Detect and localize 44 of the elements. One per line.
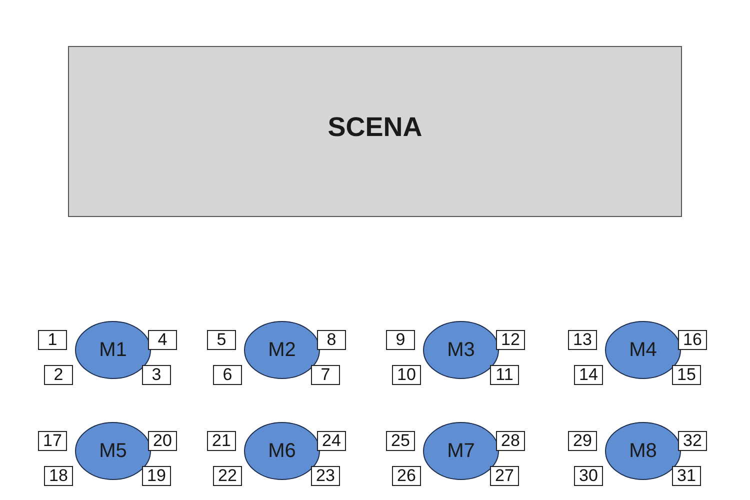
seat-number: 3: [142, 365, 171, 385]
seat-number: 9: [386, 330, 415, 350]
seat-number: 23: [311, 466, 340, 486]
seat-number: 17: [38, 431, 67, 451]
seat-number: 18: [44, 466, 73, 486]
table-label: M2: [268, 338, 296, 362]
seat-number: 31: [672, 466, 701, 486]
seat-number: 27: [490, 466, 519, 486]
seat-number: 28: [496, 431, 525, 451]
seat-number: 12: [496, 330, 525, 350]
round-table: [244, 321, 320, 379]
seat-number: 2: [44, 365, 73, 385]
seat-number: 7: [311, 365, 340, 385]
seat-number: 1: [38, 330, 67, 350]
round-table: [75, 321, 151, 379]
seat-number: 30: [574, 466, 603, 486]
seat-number: 16: [678, 330, 707, 350]
table-label: M8: [629, 440, 657, 462]
stage-label: SCENA: [328, 112, 422, 143]
seat-number: 26: [392, 466, 421, 486]
seat-number: 25: [386, 431, 415, 451]
seat-number: 6: [213, 365, 242, 385]
seat-number: 22: [213, 466, 242, 486]
table-label: M1: [99, 338, 127, 362]
seat-number: 24: [317, 431, 346, 451]
seat-number: 13: [568, 330, 597, 350]
seat-number: 4: [148, 330, 177, 350]
seat-number: 29: [568, 431, 597, 451]
table-label: M5: [99, 440, 127, 462]
seat-number: 19: [142, 466, 171, 486]
table-label: M4: [629, 338, 657, 362]
table-label: M7: [447, 440, 475, 462]
seat-number: 32: [678, 431, 707, 451]
seat-number: 15: [672, 365, 701, 385]
seat-number: 11: [490, 365, 519, 385]
seat-number: 21: [207, 431, 236, 451]
seat-number: 20: [148, 431, 177, 451]
seat-number: 10: [392, 365, 421, 385]
seat-number: 14: [574, 365, 603, 385]
seat-number: 8: [317, 330, 346, 350]
stage-area: [68, 46, 682, 217]
seat-number: 5: [207, 330, 236, 350]
table-label: M6: [268, 440, 296, 462]
table-label: M3: [447, 338, 475, 362]
